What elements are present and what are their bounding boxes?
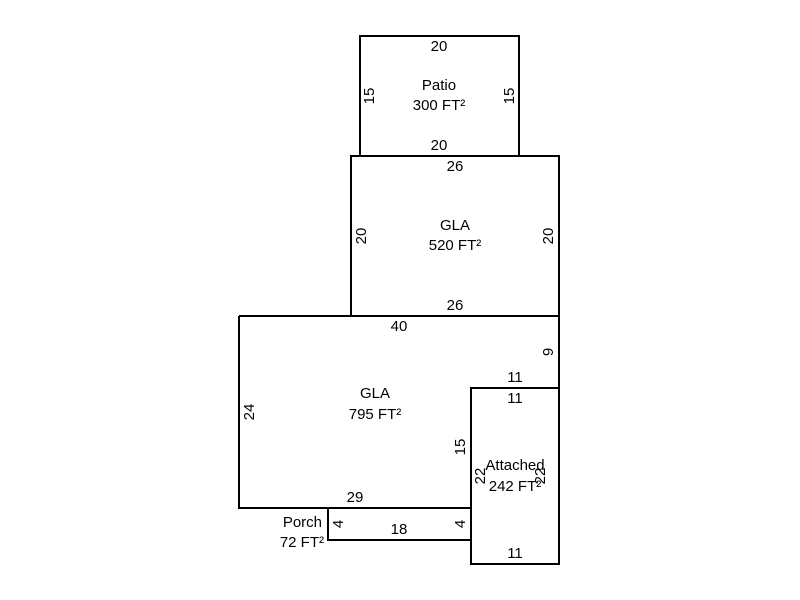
gla-upper-label: GLA	[440, 217, 470, 234]
gla-main-label: GLA	[360, 385, 390, 402]
patio-bottom-dimension: 20	[431, 137, 448, 154]
patio-right-dimension: 15	[501, 88, 518, 105]
patio-left-dimension: 15	[361, 88, 378, 105]
attached-top-dimension: 11	[507, 390, 523, 407]
patio-area: 300 FT²	[413, 97, 466, 114]
patio-label: Patio	[422, 77, 456, 94]
gla-main-inner-bottom-dimension: 4	[452, 520, 469, 528]
gla-upper-left-dimension: 20	[353, 228, 370, 245]
gla-upper-outline	[350, 155, 560, 317]
gla-upper-bottom-dimension: 26	[447, 297, 464, 314]
porch-outline	[327, 507, 472, 541]
gla-main-inner-left-dimension: 15	[452, 439, 469, 456]
gla-main-top-dimension: 40	[391, 318, 408, 335]
gla-main-area: 795 FT²	[349, 406, 402, 423]
attached-label: Attached	[485, 457, 544, 474]
attached-area: 242 FT²	[489, 478, 542, 495]
attached-left-dimension: 22	[472, 468, 489, 485]
gla-main-right-dimension: 9	[540, 348, 557, 356]
attached-right-dimension: 22	[532, 468, 549, 485]
attached-outline	[470, 387, 560, 565]
patio-top-dimension: 20	[431, 38, 448, 55]
gla-upper-area: 520 FT²	[429, 237, 482, 254]
porch-bottom-dimension: 18	[391, 521, 408, 538]
gla-main-left-dimension: 24	[241, 404, 258, 421]
gla-main-inner-top-dimension: 11	[507, 369, 523, 386]
gla-upper-right-dimension: 20	[540, 228, 557, 245]
porch-left-dimension: 4	[330, 520, 347, 528]
gla-upper-top-dimension: 26	[447, 158, 464, 175]
porch-label: Porch	[283, 514, 322, 531]
porch-area: 72 FT²	[280, 534, 324, 551]
gla-main-bottom-dimension: 29	[347, 489, 364, 506]
attached-bottom-dimension: 11	[507, 545, 523, 562]
